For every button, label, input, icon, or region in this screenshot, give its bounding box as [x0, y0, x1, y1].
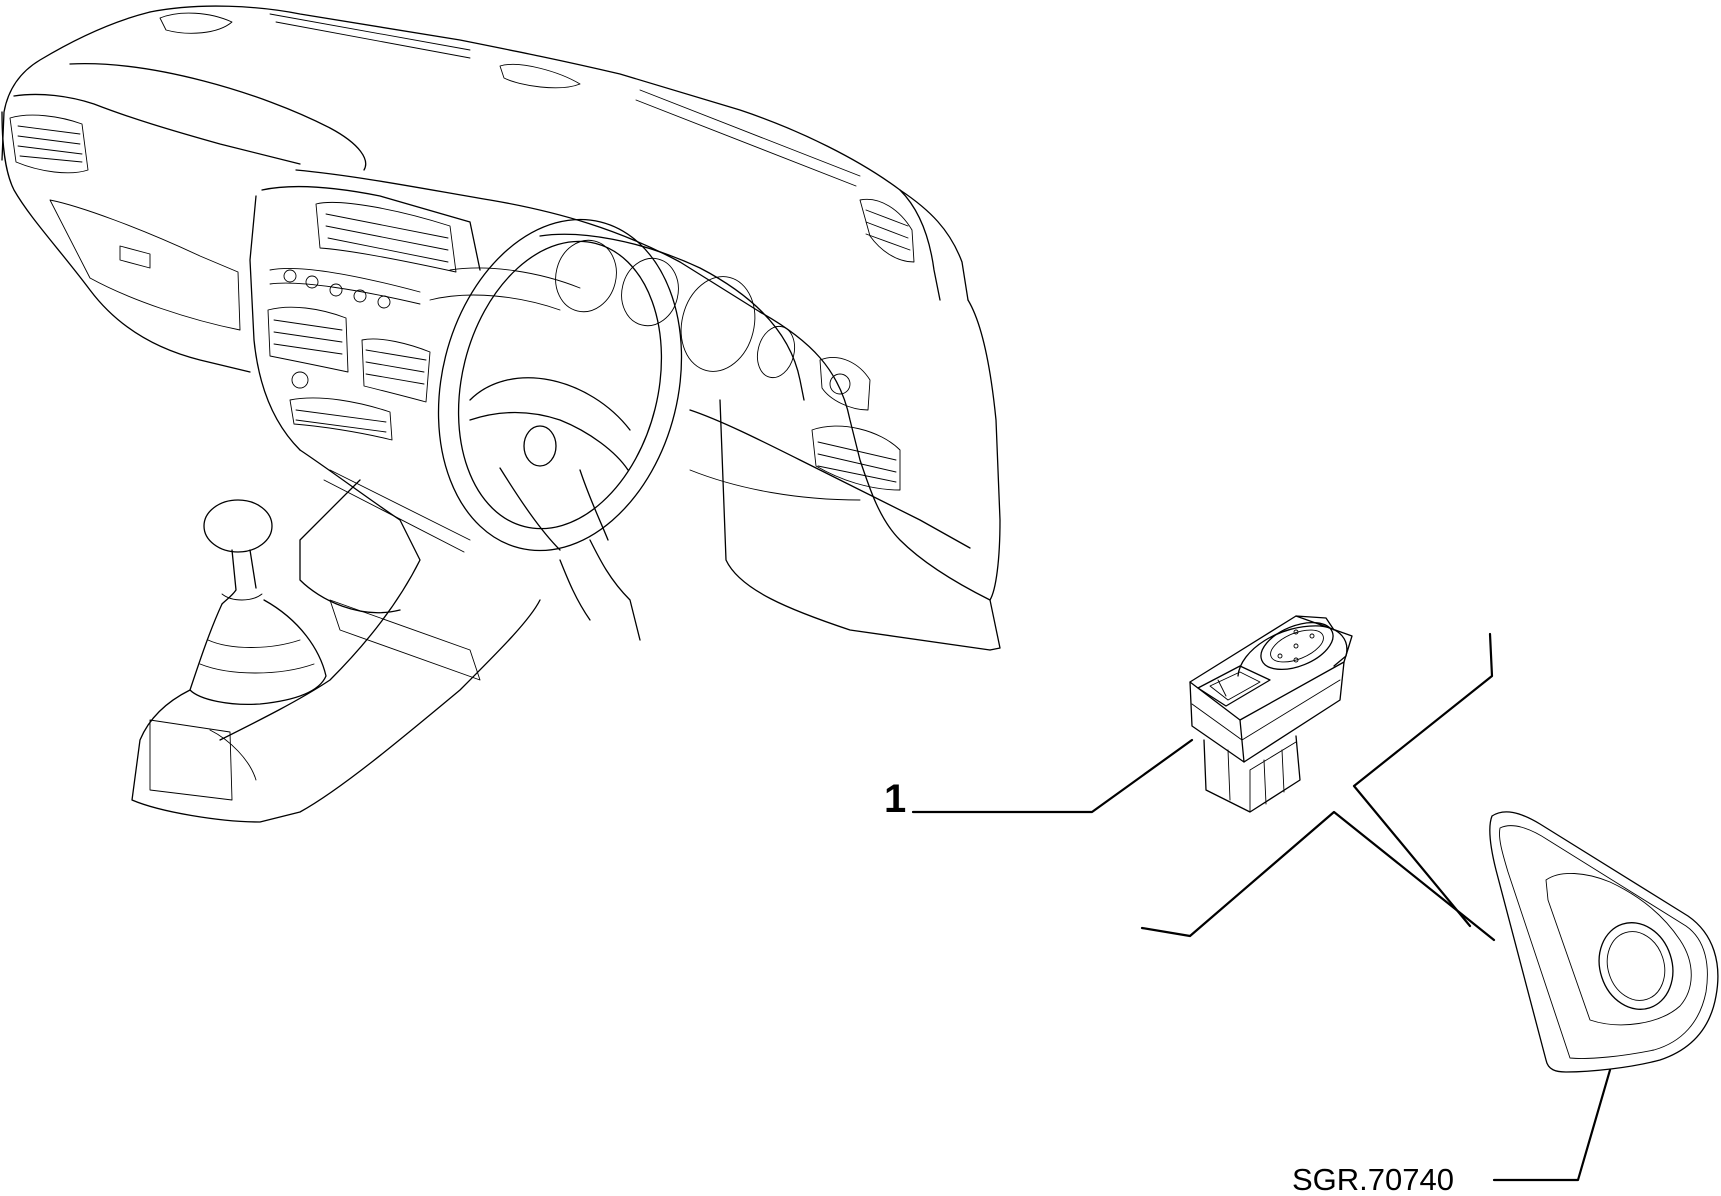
- callout-label-1: 1: [884, 777, 906, 821]
- switch-part-illustration: [1189, 615, 1353, 813]
- drawing-code-label: SGR.70740: [1292, 1162, 1454, 1196]
- instrument-cluster-illustration: [539, 233, 805, 401]
- steering-wheel-illustration: [429, 218, 683, 641]
- gear-lever-illustration: [189, 499, 327, 706]
- dashboard-illustration: [1, 5, 1001, 823]
- leader-lines: [911, 632, 1612, 1182]
- bezel-part-illustration: [1489, 811, 1719, 1073]
